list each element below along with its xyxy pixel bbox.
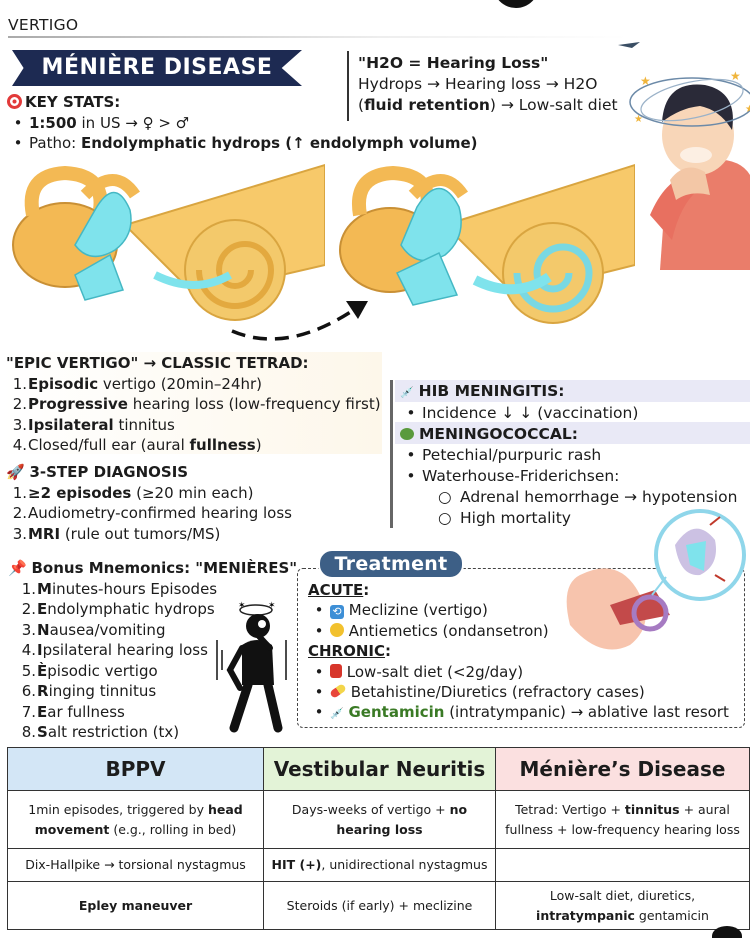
tetrad-item: 2.Progressive hearing loss (low-frequenc…: [12, 395, 381, 413]
corner-dark-blob: [712, 926, 742, 938]
table-header-vestibular-neuritis: Vestibular Neuritis: [263, 747, 496, 791]
diagnosis-item: 1.≥2 episodes (≥20 min each): [12, 483, 254, 502]
table-cell: Epley maneuver: [7, 881, 264, 930]
key-stat-item: •1:500 in US → ♀ > ♂: [13, 113, 190, 132]
mnemonic-item: 7.Ear fullness: [21, 702, 125, 721]
diagnosis-item: 2.Audiometry-confirmed hearing loss: [12, 504, 292, 522]
chronic-item: • Low-salt diet (<2g/day): [314, 662, 524, 681]
svg-text:★: ★: [730, 69, 741, 83]
diagnosis-item: 3.MRI (rule out tumors/MS): [12, 524, 221, 543]
treatment-title: Treatment: [334, 553, 448, 575]
hib-heading-bg: [395, 380, 750, 402]
table-cell: [495, 848, 750, 882]
table-cell: Days-weeks of vertigo + no hearing loss: [263, 790, 496, 849]
meningococcal-item: •Petechial/purpuric rash: [406, 446, 602, 464]
mnemonic-item: 1.Minutes-hours Episodes: [21, 579, 218, 598]
mnemonic-item: 8.Salt restriction (tx): [21, 723, 180, 741]
table-header-bppv: BPPV: [7, 747, 264, 791]
header-rule: [8, 36, 628, 38]
mnemonic-item: 2.Endolymphatic hydrops: [21, 600, 215, 618]
title-banner: MÉNIÈRE DISEASE: [12, 50, 302, 86]
refresh-icon: ⟲: [330, 605, 344, 620]
table-row: Epley maneuver Steroids (if early) + mec…: [7, 881, 750, 930]
dizzy-figure-illustration: ✶✶: [216, 601, 287, 733]
meningococcal-subitem: ○Adrenal hemorrhage → hypotension: [438, 488, 738, 506]
acute-item: • Antiemetics (ondansetron): [314, 621, 549, 640]
dizzy-man-illustration: ★ ★ ★ ★: [618, 42, 750, 270]
mnemonics-section: 📌 Bonus Mnemonics: "MENIÈRES" 1.Minutes-…: [8, 558, 297, 743]
mnemonic-item: 6.Ringing tinnitus: [21, 682, 157, 700]
inner-ear-illustration-right: [339, 163, 635, 324]
mnemonic-item: 4.Ipsilateral hearing loss: [21, 641, 208, 659]
hib-item: •Incidence ↓ ↓ (vaccination): [406, 404, 639, 422]
table-header-row: BPPV Vestibular Neuritis Ménière’s Disea…: [7, 747, 750, 791]
table-row: 1min episodes, triggered by head movemen…: [7, 790, 750, 849]
key-stats-heading: KEY STATS:: [7, 92, 478, 113]
chronic-heading: CHRONIC:: [308, 642, 392, 661]
tetrad-item: 3.Ipsilateral tinnitus: [12, 415, 175, 434]
svg-text:★: ★: [634, 114, 643, 125]
h2o-title: "H2O = Hearing Loss": [358, 54, 549, 72]
mnemonics-heading: 📌 Bonus Mnemonics: "MENIÈRES": [8, 559, 298, 577]
arrow-icon: [231, 301, 368, 341]
chronic-item: • Betahistine/Diuretics (refractory case…: [314, 683, 645, 702]
h2o-box: [347, 51, 625, 121]
svg-text:★: ★: [745, 104, 750, 115]
treatment-box: [297, 568, 745, 728]
table-header-menieres: Ménière’s Disease: [495, 747, 750, 791]
table-cell: Steroids (if early) + meclizine: [263, 881, 496, 930]
h2o-mnemonic: "H2O = Hearing Loss" Hydrops → Hearing l…: [358, 53, 618, 116]
tetrad-bg: [0, 352, 382, 454]
table-cell: Tetrad: Vertigo + tinnitus + aural fulln…: [495, 790, 750, 849]
h2o-line-2: (fluid retention) → Low-salt diet: [358, 96, 618, 114]
page-title: MÉNIÈRE DISEASE: [41, 55, 273, 80]
table-cell: HIT (+), unidirectional nystagmus: [263, 848, 496, 882]
svg-text:✶: ✶: [268, 601, 276, 611]
inner-ear-illustration-left: [12, 163, 325, 321]
meningococcal-heading: MENINGOCOCCAL:: [400, 424, 737, 445]
svg-text:✶: ✶: [238, 601, 246, 611]
tetrad-heading: "EPIC VERTIGO" → CLASSIC TETRAD:: [6, 354, 309, 372]
treatment-pill: Treatment: [318, 549, 464, 579]
mnemonic-item: 3.Nausea/vomiting: [21, 620, 166, 639]
bacteria-icon: [400, 428, 414, 440]
svg-text:★: ★: [640, 74, 651, 88]
tetrad-item: 1.Episodic vertigo (20min–24hr): [12, 374, 263, 393]
h2o-line-1: Hydrops → Hearing loss → H2O: [358, 75, 598, 93]
meningitis-section: 💉 HIB MENINGITIS: •Incidence ↓ ↓ (vaccin…: [400, 381, 737, 529]
key-stats: KEY STATS: •1:500 in US → ♀ > ♂ •Patho: …: [7, 92, 478, 154]
acute-item: •⟲ Meclizine (vertigo): [314, 601, 488, 620]
treatment-list: ACUTE: •⟲ Meclizine (vertigo) • Antiemet…: [308, 580, 729, 725]
table-cell: Dix-Hallpike → torsional nystagmus: [7, 848, 264, 882]
table-cell: 1min episodes, triggered by head movemen…: [7, 790, 264, 849]
topic-label: VERTIGO: [8, 16, 79, 34]
hib-heading: 💉 HIB MENINGITIS:: [400, 382, 565, 400]
rocket-icon: 🚀: [6, 463, 25, 481]
target-icon: [7, 94, 22, 109]
pushpin-icon: 📌: [8, 559, 27, 577]
top-dark-blob: [493, 0, 539, 8]
acute-heading: ACUTE:: [308, 581, 370, 599]
meningitis-divider: [390, 380, 393, 528]
syringe-icon: 💉: [330, 707, 344, 721]
mnemonic-item: 5.Èpisodic vertigo: [21, 661, 158, 680]
nausea-face-icon: [330, 622, 344, 637]
meningococcal-heading-bg: [395, 422, 750, 444]
salt-icon: [330, 663, 342, 678]
pill-icon: [329, 683, 347, 699]
ear-illustration: [566, 509, 746, 650]
key-stat-item: •Patho: Endolymphatic hydrops (↑ endolym…: [13, 134, 478, 152]
meningococcal-item: •Waterhouse-Friderichsen:: [406, 467, 620, 485]
diagnosis-section: 🚀 3-STEP DIAGNOSIS 1.≥2 episodes (≥20 mi…: [6, 462, 292, 544]
diagnosis-heading: 🚀 3-STEP DIAGNOSIS: [6, 463, 189, 481]
table-cell: Low-salt diet, diuretics, intratympanic …: [495, 881, 750, 930]
table-row: Dix-Hallpike → torsional nystagmus HIT (…: [7, 848, 750, 882]
meningococcal-subitem: ○High mortality: [438, 509, 571, 527]
chronic-item: •💉 Gentamicin (intratympanic) → ablative…: [314, 703, 729, 722]
comparison-table: BPPV Vestibular Neuritis Ménière’s Disea…: [7, 747, 750, 930]
syringe-icon: 💉: [400, 386, 414, 399]
tetrad-item: 4.Closed/full ear (aural fullness): [12, 436, 262, 454]
tetrad-section: "EPIC VERTIGO" → CLASSIC TETRAD: 1.Episo…: [6, 353, 381, 456]
